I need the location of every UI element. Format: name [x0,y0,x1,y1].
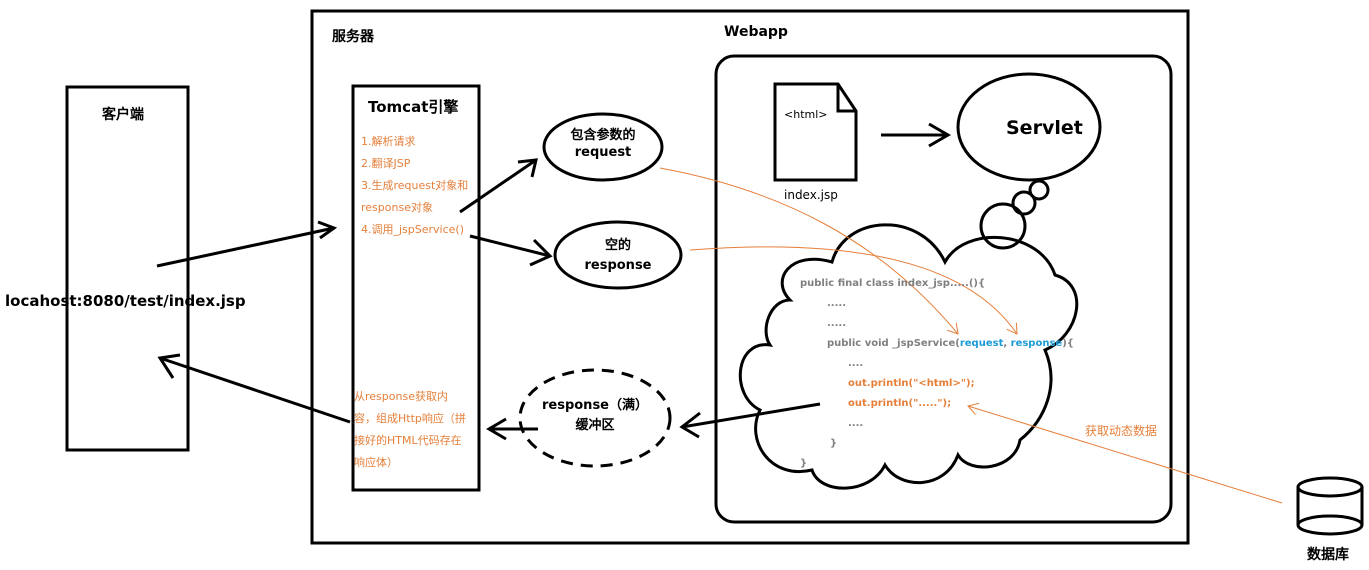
empty-response-node-line1: 空的 [604,238,631,253]
buffer-to-tomcat-arrow [486,417,538,441]
to-request-arrow [459,158,538,214]
code-line: .... [848,418,864,429]
code-line: ..... [827,318,846,329]
tomcat-step: 3.生成request对象和 [361,179,469,192]
request-arrow [156,220,338,268]
server-box [310,9,1190,545]
thought-bubble [1011,190,1037,216]
code-line-jspservice: public void _jspService(request, respons… [827,338,1074,349]
code-text: , [1003,338,1011,349]
empty-response-node: 空的 response [555,236,681,276]
to-servlet-arrow [881,122,951,148]
client-box [65,85,190,452]
database-label: 数据库 [1307,547,1349,563]
servlet-label: Servlet [1006,117,1083,139]
empty-response-node-line2: response [584,258,652,273]
code-line-println: out.println("....."); [848,398,952,409]
request-node-line1: 包含参数的 [570,128,636,143]
empty-response-node-shape [553,220,683,290]
database-icon [1296,476,1364,536]
servlet-node-shape [956,72,1102,182]
tomcat-step: response对象 [361,201,433,214]
response-arrow [157,353,351,424]
request-node-line2: request [574,145,632,160]
code-response-param: response [1010,338,1063,349]
webapp-title: Webapp [724,24,788,40]
tomcat-response-steps: 从response获取内 容，组成Http响应（拼 接好的HTML代码存在 响应… [354,386,466,474]
server-title: 服务器 [332,29,374,45]
dynamic-data-label: 获取动态数据 [1085,424,1158,438]
code-line: public final class index_jsp.....(){ [800,278,986,289]
code-line: } [800,458,808,469]
to-full-response-arrow [679,402,821,439]
client-title: 客户端 [102,107,144,123]
request-node-shape [542,112,664,182]
code-text: ){ [1062,338,1074,349]
client-url: locahost:8080/test/index.jsp [5,292,246,310]
tomcat-response-step: 从response获取内 [354,390,448,403]
request-injection-line [659,167,958,334]
code-line: } [830,438,838,449]
code-request-param: request [959,338,1004,349]
tomcat-step: 1.解析请求 [361,135,416,148]
tomcat-steps: 1.解析请求 2.翻译JSP 3.生成request对象和 response对象… [361,131,468,241]
full-response-node-line1: response（满） [541,398,648,413]
code-text: public void _jspService( [827,338,960,349]
tomcat-box [351,84,481,492]
tomcat-title: Tomcat引擎 [368,98,459,116]
response-injection-line [689,246,1017,334]
code-cloud-shape [738,223,1079,490]
jsp-file-name: index.jsp [784,188,838,202]
dynamic-data-line [968,406,1283,504]
full-response-node-line2: 缓冲区 [575,418,615,433]
code-line: .... [848,358,864,369]
code-line: ..... [827,298,846,309]
tomcat-step: 4.调用_jspService() [361,223,465,236]
webapp-box [714,54,1173,524]
tomcat-response-step: 响应体） [354,456,398,469]
tomcat-step: 2.翻译JSP [361,157,411,170]
tomcat-response-step: 接好的HTML代码存在 [354,434,462,447]
full-response-node: response（满） 缓冲区 [525,396,665,436]
full-response-node-shape [518,368,672,468]
request-node: 包含参数的 request [544,127,662,161]
jsp-file-icon [773,82,858,182]
code-line-println: out.println("<html>"); [848,378,975,389]
thought-bubble [979,202,1027,250]
to-response-arrow [469,234,553,267]
tomcat-response-step: 容，组成Http响应（拼 [354,412,466,425]
thought-bubble [1028,179,1050,201]
jsp-file-content: <html> [784,108,828,121]
